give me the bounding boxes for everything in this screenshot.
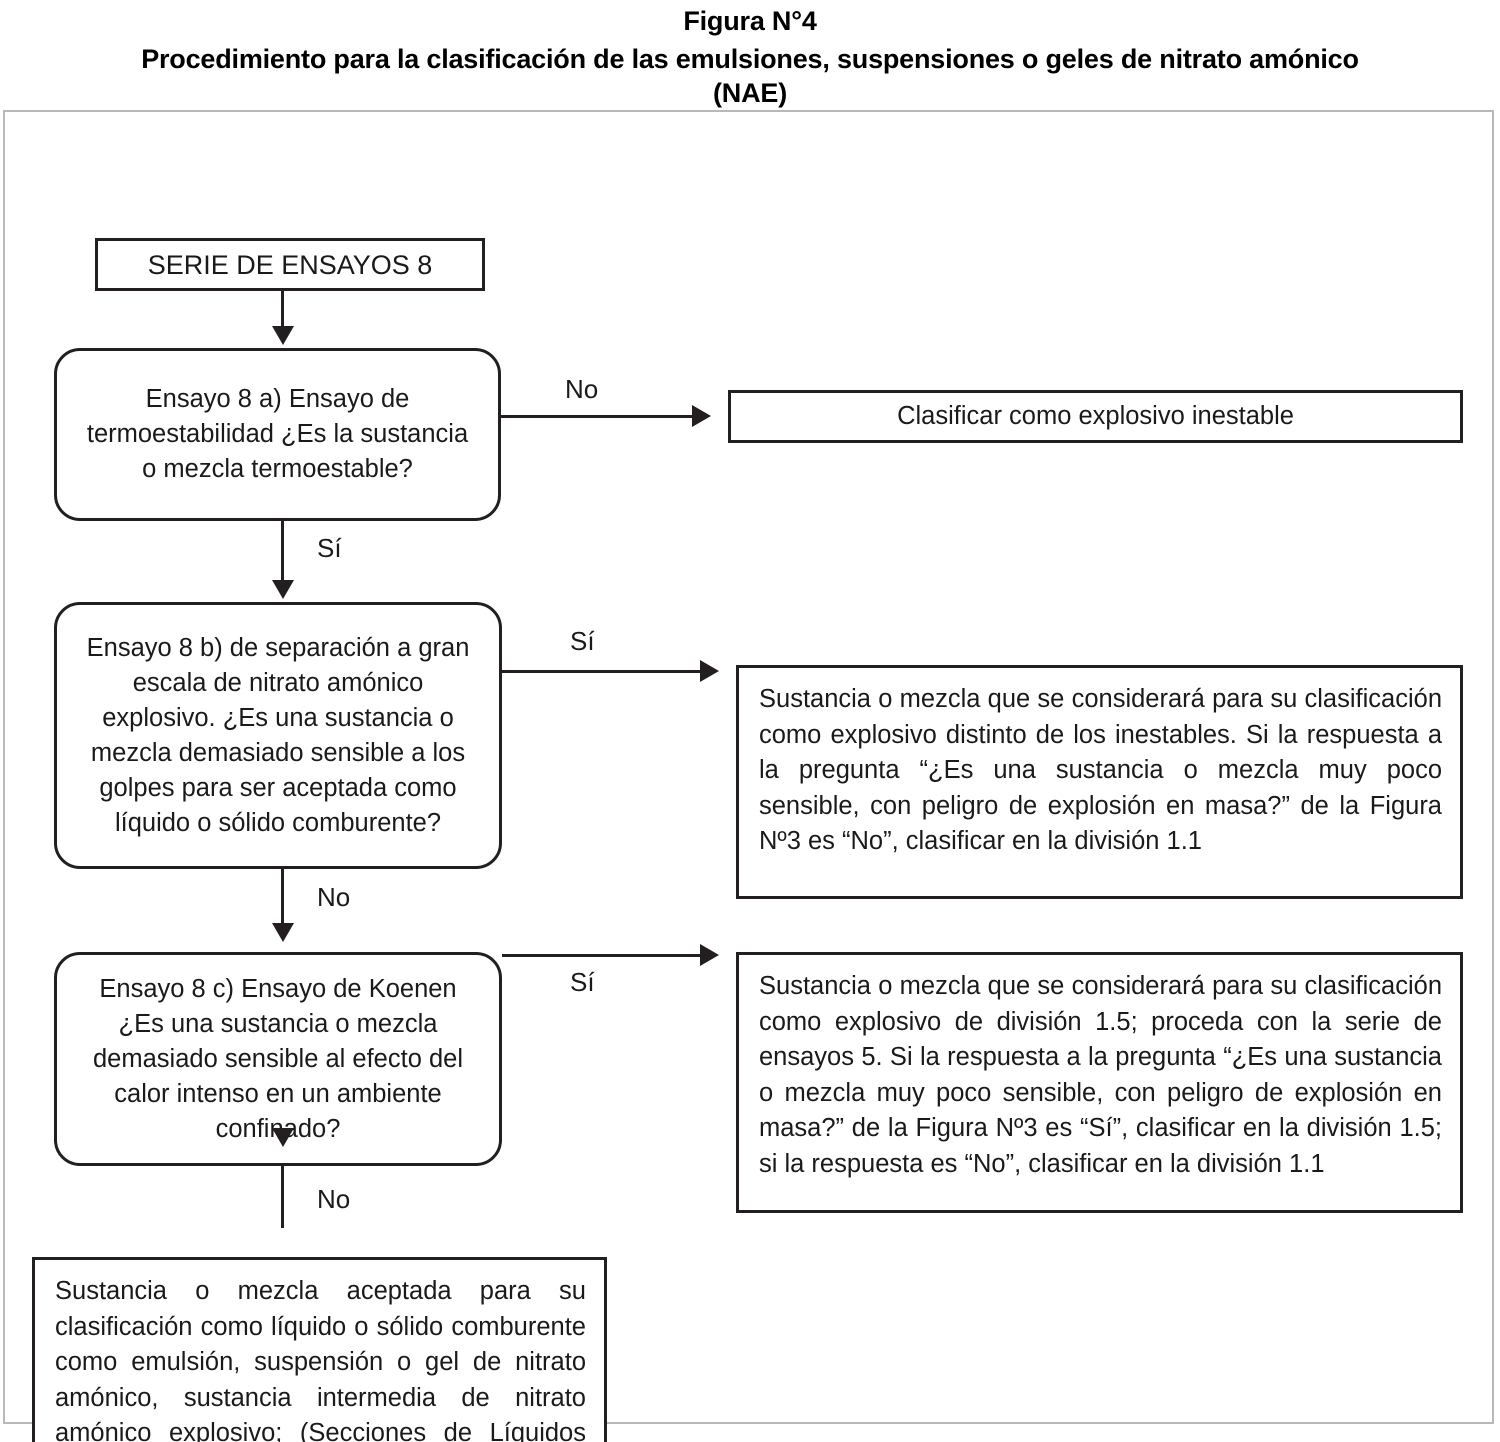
node-serie-de-ensayos-8[interactable]: SERIE DE ENSAYOS 8 (95, 238, 485, 291)
arrowhead-8a-no (692, 405, 711, 427)
node-test-8c[interactable]: Ensayo 8 c) Ensayo de Koenen ¿Es una sus… (54, 952, 502, 1166)
node-test-8b-label: Ensayo 8 b) de separación a gran escala … (86, 633, 470, 837)
node-test-8a-label: Ensayo 8 a) Ensayo de termoestabilidad ¿… (86, 385, 469, 483)
node-outcome-division-15-label: Sustancia o mezcla que se considerará pa… (759, 972, 1442, 1178)
edge-label-8b-si: Sí (570, 626, 595, 656)
edge-label-8c-si: Sí (570, 967, 595, 997)
connector-8c-no (281, 1166, 284, 1228)
connector-8c-si (502, 954, 704, 957)
figure-title-number: Figura N°4 (683, 6, 817, 36)
node-serie-de-ensayos-8-label: SERIE DE ENSAYOS 8 (147, 249, 433, 280)
node-outcome-unstable-label: Clasificar como explosivo inestable (897, 401, 1294, 430)
edge-label-8a-si: Sí (317, 533, 342, 563)
connector-8a-no (501, 415, 696, 418)
node-outcome-division-15[interactable]: Sustancia o mezcla que se considerará pa… (736, 952, 1463, 1213)
arrowhead-8c-no (272, 1128, 294, 1147)
node-test-8b[interactable]: Ensayo 8 b) de separación a gran escala … (54, 602, 502, 869)
connector-start-to-8a (281, 291, 284, 329)
connector-8a-si (281, 521, 284, 583)
arrowhead-8b-si (700, 660, 719, 682)
figure-title: Figura N°4 Procedimiento para la clasifi… (0, 4, 1500, 110)
figure-title-text: Procedimiento para la clasificación de l… (141, 44, 1359, 108)
node-test-8a[interactable]: Ensayo 8 a) Ensayo de termoestabilidad ¿… (54, 348, 501, 521)
connector-8b-si (502, 670, 704, 673)
edge-label-8b-no: No (317, 882, 351, 912)
node-outcome-unstable[interactable]: Clasificar como explosivo inestable (728, 390, 1463, 443)
node-test-8c-label: Ensayo 8 c) Ensayo de Koenen ¿Es una sus… (93, 974, 463, 1143)
node-outcome-division-11-label: Sustancia o mezcla que se considerará pa… (759, 685, 1442, 855)
node-outcome-division-11[interactable]: Sustancia o mezcla que se considerará pa… (736, 665, 1463, 899)
connector-8b-no (281, 869, 284, 924)
arrowhead-start-to-8a (272, 326, 294, 345)
arrowhead-8a-si (272, 580, 294, 599)
arrowhead-8b-no (272, 923, 294, 942)
node-outcome-oxidizer[interactable]: Sustancia o mezcla aceptada para su clas… (32, 1257, 607, 1442)
arrowhead-8c-si (700, 944, 719, 966)
node-outcome-oxidizer-label: Sustancia o mezcla aceptada para su clas… (55, 1277, 586, 1442)
edge-label-8a-no: No (565, 374, 599, 404)
edge-label-8c-no: No (317, 1184, 351, 1214)
flowchart-frame: SERIE DE ENSAYOS 8 Ensayo 8 a) Ensayo de… (3, 110, 1494, 1442)
